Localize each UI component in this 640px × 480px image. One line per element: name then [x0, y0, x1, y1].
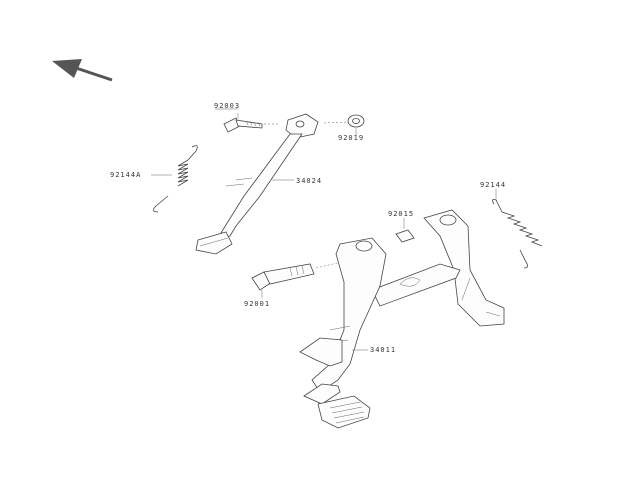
- side-stand-34024: [195, 113, 319, 255]
- shaft-92001: [251, 259, 351, 298]
- label-92015: 92015: [388, 210, 414, 218]
- label-92144: 92144: [480, 181, 506, 189]
- label-92003: 92003: [214, 102, 240, 110]
- spring-92144a: [151, 145, 198, 213]
- label-92144a: 92144A: [110, 171, 141, 179]
- washer-92019: [323, 114, 365, 136]
- label-92001: 92001: [244, 300, 270, 308]
- bolt-92003: [215, 108, 280, 133]
- arrow-icon: [52, 59, 113, 82]
- main-stand-34011: [299, 209, 505, 429]
- label-92019: 92019: [338, 134, 364, 142]
- spring-92144: [492, 189, 543, 269]
- label-34024: 34024: [296, 177, 322, 185]
- washer-92015: [395, 218, 415, 243]
- label-34011: 34011: [370, 346, 396, 354]
